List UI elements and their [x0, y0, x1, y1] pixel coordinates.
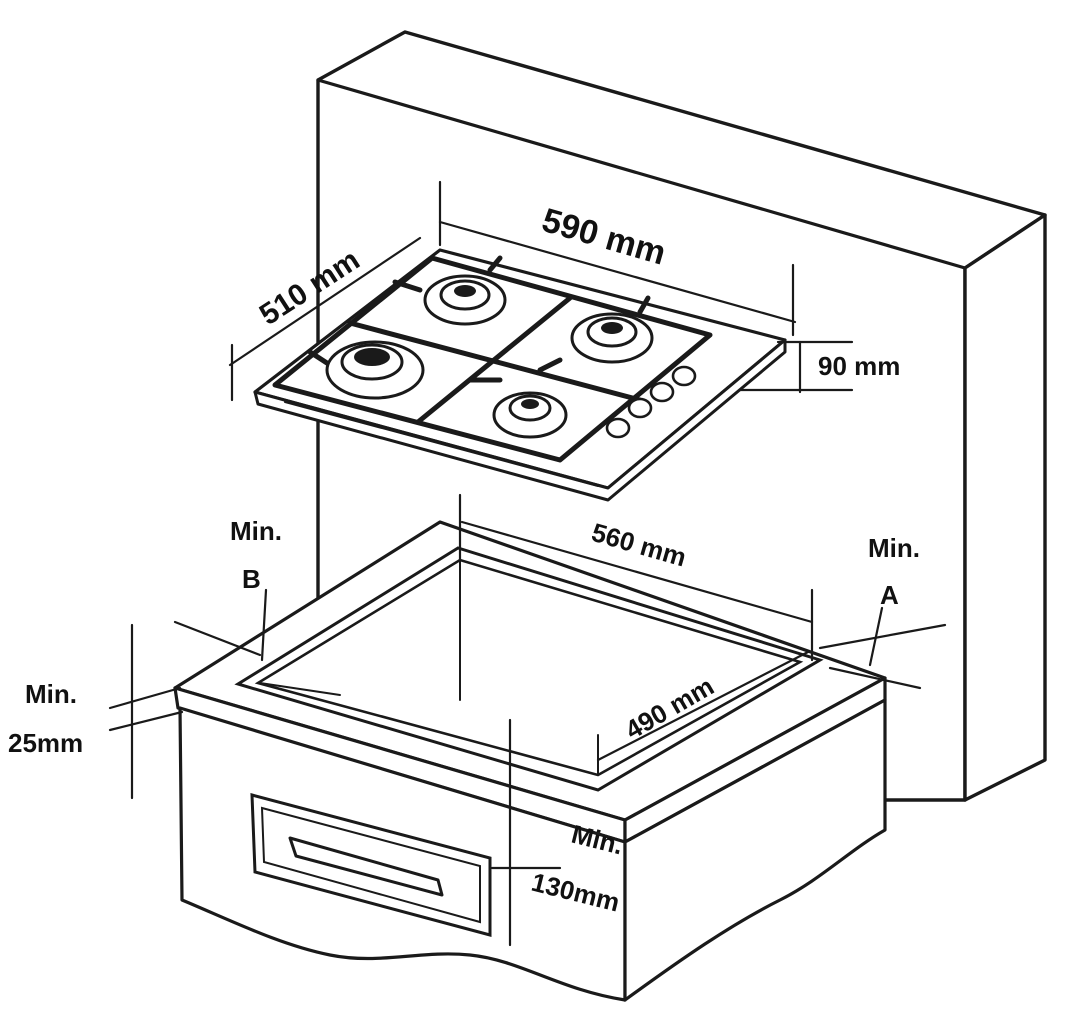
- label-min-front-line2: 25mm: [8, 728, 83, 758]
- control-knobs: [605, 365, 697, 439]
- burner-rear-left: [423, 274, 507, 326]
- burner-rear-right: [570, 312, 654, 364]
- label-min-front-line1: Min.: [25, 679, 77, 709]
- grate-center-horizontal: [415, 295, 573, 425]
- label-min-b-line2: B: [242, 564, 261, 594]
- dim-hob-width-line: [438, 220, 797, 324]
- cutout-inner: [254, 558, 804, 777]
- drawer-inner: [260, 806, 481, 924]
- cutout-outer: [234, 546, 824, 792]
- label-min-a-line1: Min.: [868, 533, 920, 563]
- kitchen-cabinet: [173, 520, 887, 1002]
- grate-finger-2: [487, 255, 503, 273]
- knob-2: [627, 397, 653, 419]
- grate-outline: [272, 255, 713, 463]
- knob-1: [605, 417, 631, 439]
- gas-hob: [253, 248, 787, 502]
- cavity-floor: [259, 682, 341, 696]
- dimension-lines: [108, 180, 947, 947]
- dim-min-a-line: [868, 606, 884, 667]
- grate-finger-6: [537, 357, 563, 373]
- grate-finger-4: [307, 349, 333, 368]
- cabinet-side: [623, 698, 887, 1002]
- dim-cutout-depth-line: [596, 650, 810, 762]
- hob-rim: [284, 401, 599, 487]
- label-min-b-line1: Min.: [230, 516, 282, 546]
- hob-base-thickness: [253, 338, 787, 502]
- burner-front-left: [325, 340, 425, 400]
- label-hob-height: 90 mm: [818, 351, 900, 381]
- knob-3: [649, 381, 675, 403]
- label-min-a-line2: A: [880, 580, 899, 610]
- dim-cutout-width-line: [460, 520, 814, 624]
- knob-4: [671, 365, 697, 387]
- dim-hob-depth-line: [228, 236, 422, 367]
- grate-finger-1: [392, 279, 423, 293]
- burner-front-right: [492, 391, 568, 439]
- grate-finger-3: [637, 295, 651, 315]
- dim-min-b-line: [260, 588, 268, 662]
- drawer-handle: [288, 836, 444, 897]
